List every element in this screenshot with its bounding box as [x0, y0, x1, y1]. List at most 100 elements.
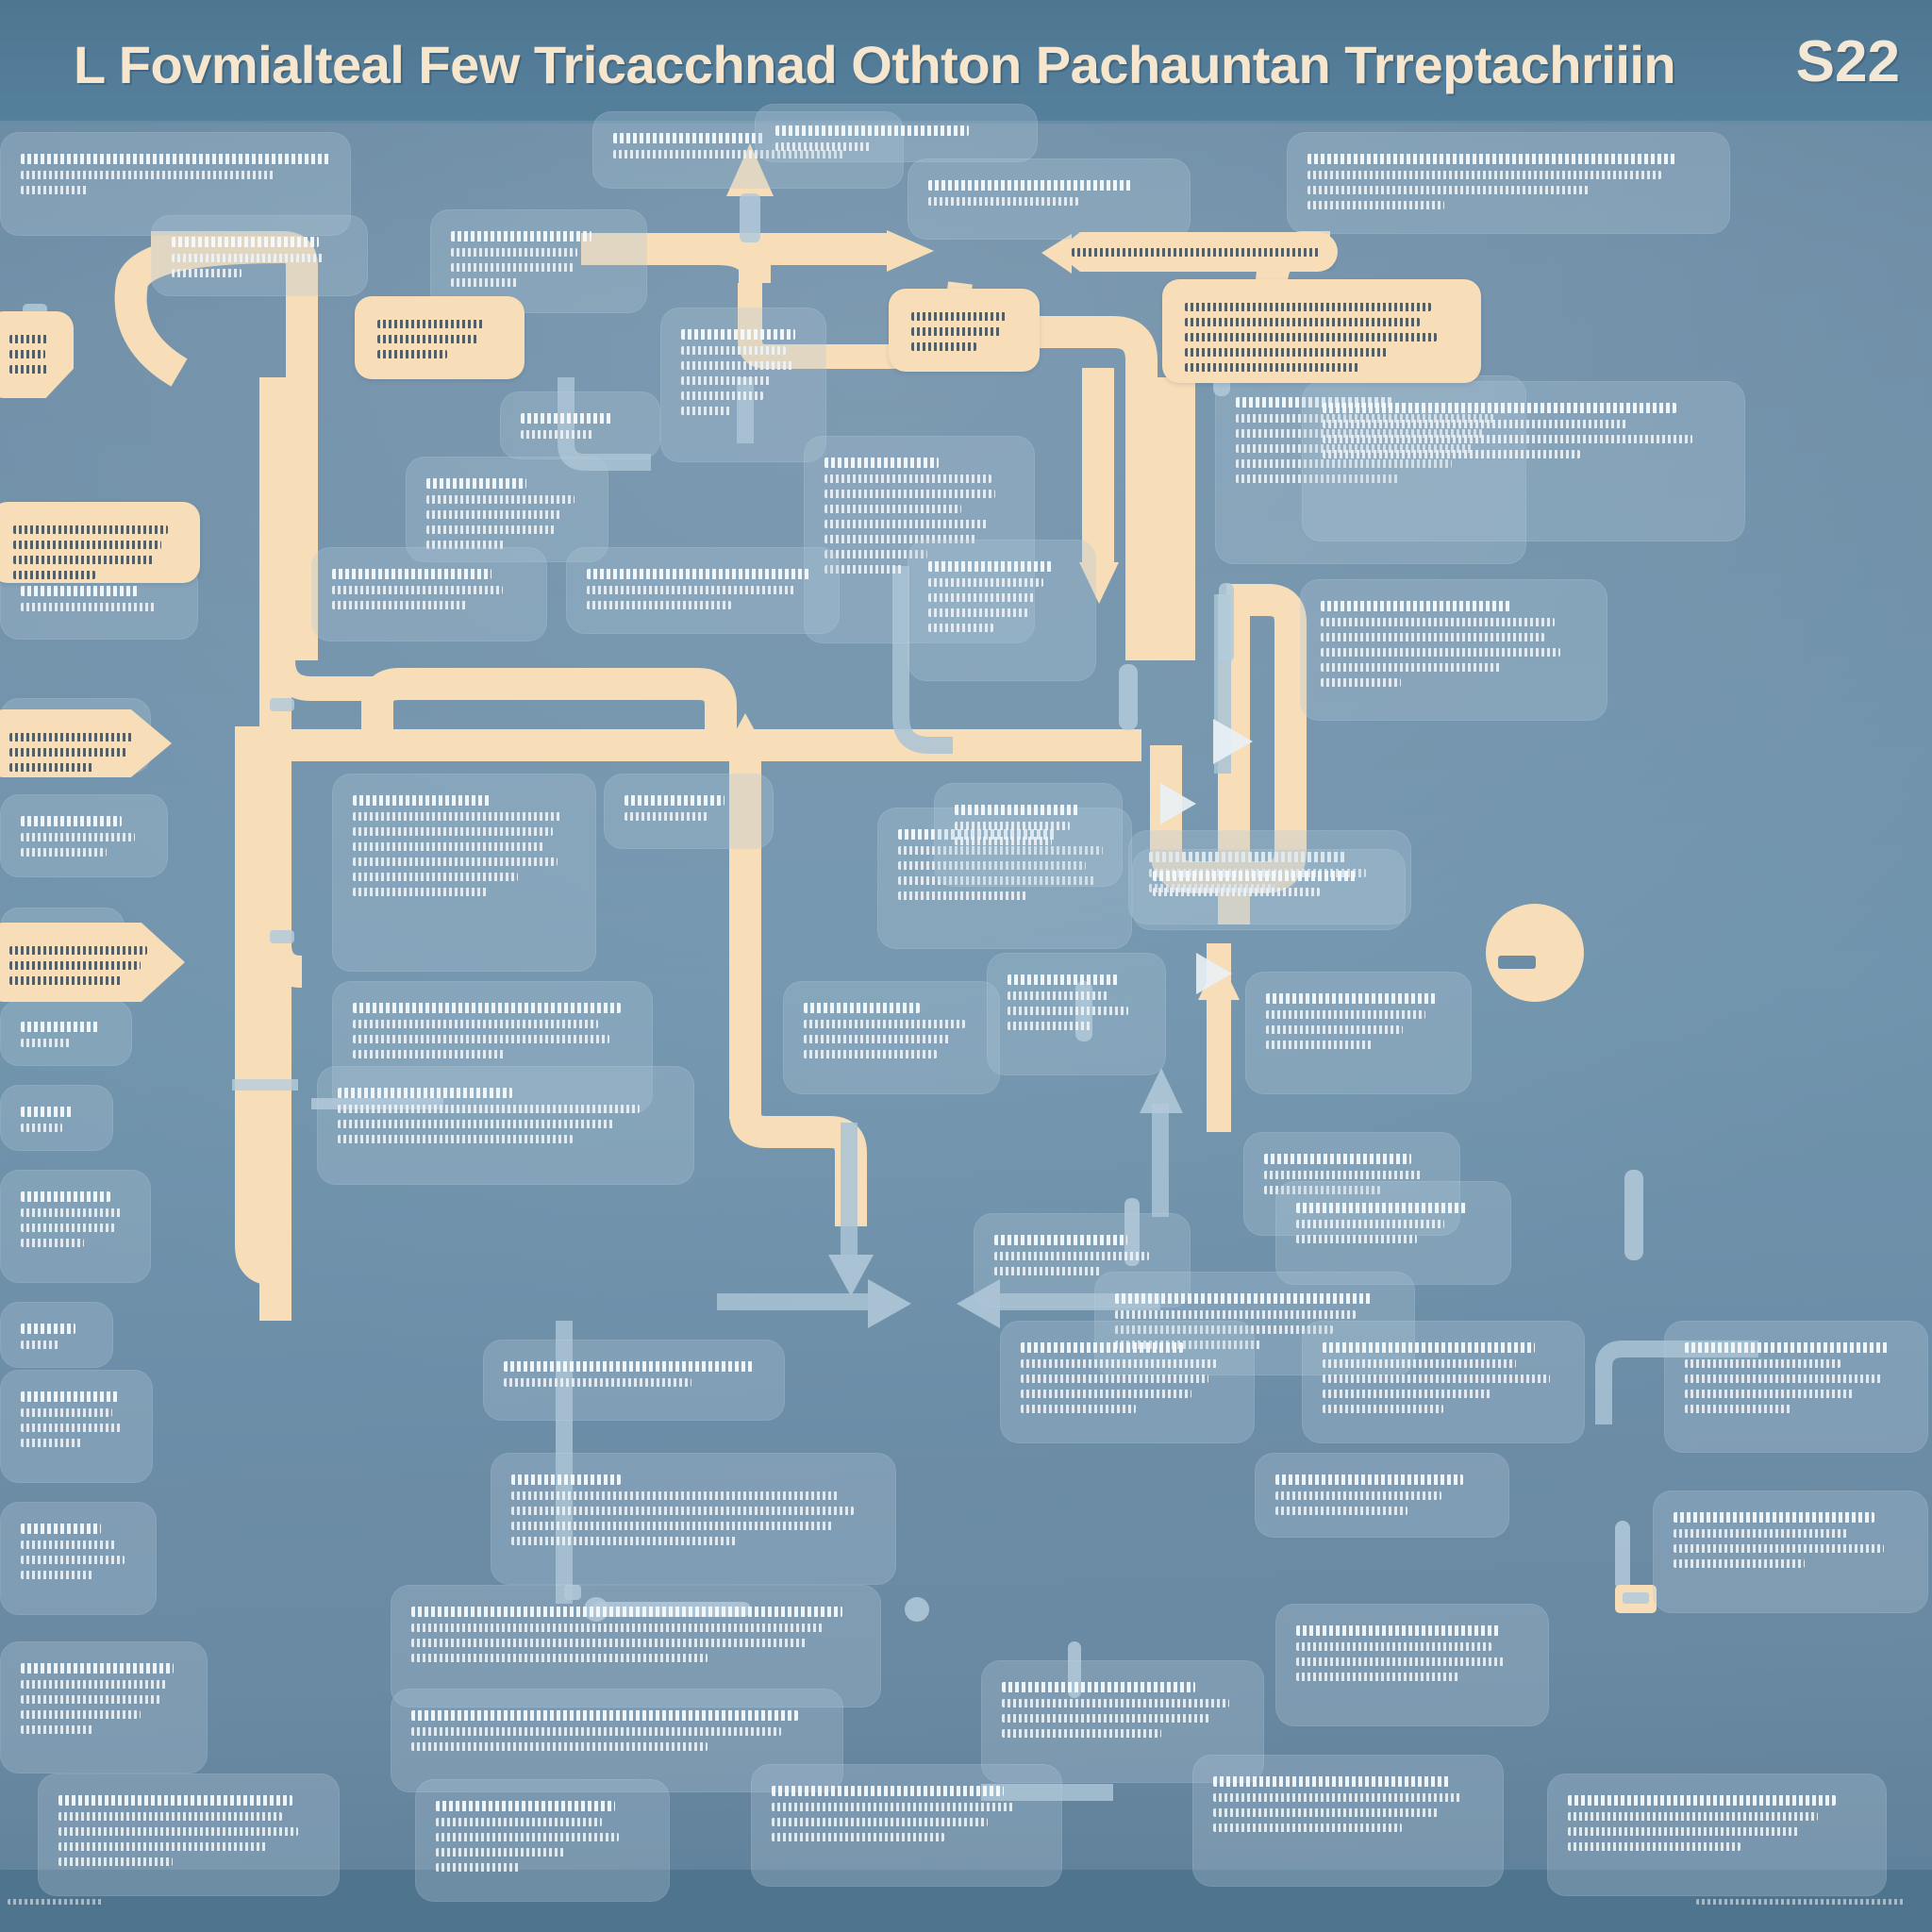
- info-panel[interactable]: [1664, 1321, 1928, 1453]
- panel-text-line: [21, 1424, 122, 1432]
- process-node[interactable]: [889, 289, 1040, 372]
- panel-text-line: [772, 1803, 1015, 1811]
- panel-text-line: [824, 565, 905, 574]
- info-panel[interactable]: [0, 1085, 113, 1151]
- process-node[interactable]: [355, 296, 525, 379]
- panel-text-line: [436, 1801, 615, 1811]
- junction-hub-node[interactable]: [1486, 904, 1584, 1002]
- info-panel[interactable]: [1302, 381, 1745, 541]
- panel-text-line: [898, 846, 1103, 855]
- process-node[interactable]: [0, 709, 172, 777]
- panel-text-line: [21, 1556, 125, 1564]
- panel-text-line: [504, 1378, 691, 1387]
- process-node[interactable]: [1162, 279, 1481, 383]
- info-panel[interactable]: [1255, 1453, 1509, 1538]
- panel-text-line: [426, 478, 527, 489]
- info-panel[interactable]: [908, 158, 1191, 240]
- panel-text-line: [1236, 414, 1495, 423]
- info-panel[interactable]: [391, 1689, 843, 1792]
- panel-text-line: [1236, 429, 1485, 438]
- info-panel[interactable]: [1192, 1755, 1504, 1887]
- panel-text-line: [1185, 318, 1421, 326]
- panel-text-line: [1236, 475, 1398, 483]
- process-node[interactable]: [1055, 232, 1338, 272]
- info-panel[interactable]: [974, 1213, 1191, 1307]
- info-panel[interactable]: [981, 1660, 1264, 1783]
- info-panel[interactable]: [415, 1779, 670, 1902]
- panel-text-line: [1685, 1359, 1841, 1368]
- panel-text-line: [804, 1020, 966, 1028]
- panel-text-line: [824, 490, 995, 498]
- info-panel[interactable]: [483, 1340, 785, 1421]
- info-panel[interactable]: [0, 1170, 151, 1283]
- info-panel[interactable]: [1132, 849, 1406, 930]
- info-panel[interactable]: [1287, 132, 1730, 234]
- panel-text-line: [21, 1391, 119, 1402]
- info-panel[interactable]: [406, 457, 608, 562]
- info-panel[interactable]: [0, 1000, 132, 1066]
- info-panel[interactable]: [1653, 1491, 1928, 1613]
- info-panel[interactable]: [1275, 1181, 1511, 1285]
- info-panel[interactable]: [987, 953, 1166, 1075]
- info-panel[interactable]: [566, 547, 840, 634]
- panel-text-line: [911, 312, 1007, 321]
- panel-text-line: [21, 1124, 63, 1132]
- info-panel[interactable]: [751, 1764, 1062, 1887]
- panel-text-line: [587, 586, 796, 594]
- panel-text-line: [21, 586, 141, 596]
- panel-text-line: [1072, 248, 1321, 257]
- info-panel[interactable]: [430, 209, 647, 313]
- panel-text-line: [521, 430, 595, 439]
- panel-text-line: [353, 812, 562, 821]
- info-panel[interactable]: [1275, 1604, 1549, 1726]
- info-panel[interactable]: [1243, 1132, 1460, 1236]
- info-panel[interactable]: [0, 1502, 157, 1615]
- panel-text-line: [1275, 1491, 1442, 1500]
- process-node[interactable]: [0, 923, 185, 1002]
- panel-text-line: [353, 858, 558, 866]
- panel-text-line: [1323, 435, 1692, 443]
- info-panel[interactable]: [908, 540, 1096, 681]
- panel-text-line: [21, 1239, 85, 1247]
- info-panel[interactable]: [311, 547, 547, 641]
- info-panel[interactable]: [1000, 1321, 1255, 1443]
- info-panel[interactable]: [500, 391, 660, 459]
- info-panel[interactable]: [1300, 579, 1607, 721]
- panel-text-line: [824, 475, 991, 483]
- info-panel[interactable]: [1094, 1272, 1415, 1375]
- info-panel[interactable]: [1245, 972, 1472, 1094]
- info-panel[interactable]: [755, 104, 1038, 162]
- info-panel[interactable]: [332, 774, 596, 972]
- info-panel[interactable]: [0, 1641, 208, 1774]
- panel-text-line: [1296, 1673, 1459, 1681]
- info-panel[interactable]: [1302, 1321, 1585, 1443]
- info-panel[interactable]: [38, 1774, 340, 1896]
- panel-text-line: [681, 361, 793, 370]
- panel-text-line: [21, 1341, 58, 1349]
- info-panel[interactable]: [0, 1370, 153, 1483]
- process-node[interactable]: [0, 502, 200, 583]
- info-panel[interactable]: [877, 808, 1132, 949]
- panel-text-line: [426, 525, 556, 534]
- process-node[interactable]: [0, 311, 74, 398]
- panel-text-line: [21, 154, 330, 164]
- panel-text-line: [332, 569, 491, 579]
- info-panel[interactable]: [0, 1302, 113, 1368]
- info-panel[interactable]: [934, 783, 1123, 887]
- info-panel[interactable]: [783, 981, 1000, 1094]
- info-panel[interactable]: [0, 132, 351, 236]
- info-panel[interactable]: [391, 1585, 881, 1707]
- panel-text-line: [1323, 1359, 1516, 1368]
- info-panel[interactable]: [604, 774, 774, 849]
- info-panel[interactable]: [0, 794, 168, 877]
- panel-text-line: [353, 827, 554, 836]
- panel-text-line: [511, 1474, 621, 1485]
- connector-left-trunk: [235, 377, 304, 1321]
- panel-text-line: [172, 269, 242, 277]
- info-panel[interactable]: [491, 1453, 896, 1585]
- panel-text-line: [21, 1541, 118, 1549]
- info-panel[interactable]: [1547, 1774, 1887, 1896]
- info-panel[interactable]: [151, 215, 368, 296]
- info-panel[interactable]: [317, 1066, 694, 1185]
- info-panel[interactable]: [660, 308, 826, 462]
